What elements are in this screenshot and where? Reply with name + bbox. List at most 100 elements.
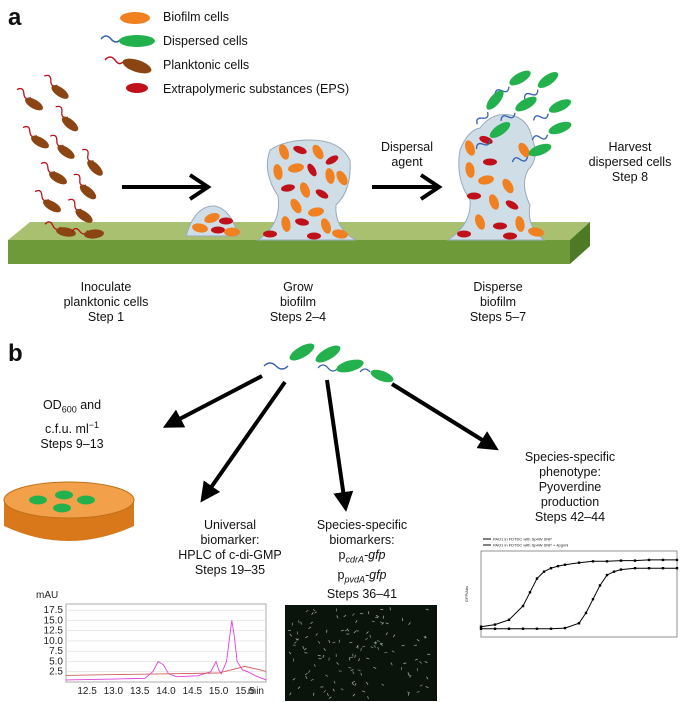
pyo-data-point	[549, 627, 553, 630]
gfp-cell-speck	[353, 630, 357, 634]
pvda-gfp: ppvdA-gfp	[337, 567, 387, 585]
pyo-data-point	[661, 558, 665, 562]
pyo-data-point	[577, 622, 581, 625]
pyo-data-point	[521, 604, 525, 608]
gfp-cell-speck	[333, 680, 336, 684]
pyo-data-point	[661, 567, 665, 570]
eps-icon	[126, 83, 148, 93]
gfp-cell-speck	[362, 645, 366, 648]
small-biofilm	[185, 205, 240, 237]
gfp-cell-speck	[313, 664, 316, 668]
gfp-cell-speck	[289, 692, 292, 696]
hplc-xunit: min	[248, 686, 264, 697]
hplc-ytick-label: 5.0	[49, 656, 63, 667]
species-biomarkers-label: Species-specific biomarkers: pcdrA-gfp p…	[292, 518, 432, 602]
gfp-cell-speck	[425, 686, 429, 688]
gfp-cell-speck	[391, 650, 395, 653]
biofilm-cell-icon	[120, 12, 150, 24]
pyo-legend-label: PAO1 in FDTDC with Sp4W SNP + 4pg/ml	[493, 543, 568, 548]
gfp-cell-speck	[322, 654, 325, 658]
legend-label-eps: Extrapolymeric substances (EPS)	[163, 82, 350, 96]
step-2-4-label: Grow biofilm Steps 2–4	[269, 280, 327, 324]
planktonic-cell-icon	[104, 56, 152, 74]
gfp-cell-speck	[328, 696, 332, 699]
pyo-data-point	[507, 627, 511, 630]
legend: Biofilm cells Dispersed cells Planktonic…	[95, 6, 415, 102]
gfp-cell-speck	[390, 662, 393, 666]
gfp-cell-speck	[362, 690, 366, 693]
pyo-data-point	[605, 573, 609, 577]
gfp-cell-speck	[305, 675, 308, 679]
gfp-cell-speck	[380, 643, 383, 646]
hplc-ytick-label: 12.5	[44, 626, 64, 637]
pyo-data-point	[563, 626, 567, 630]
gfp-cell-speck	[356, 645, 359, 648]
gfp-cell-speck	[352, 693, 356, 697]
hplc-ytick-label: 2.5	[49, 667, 63, 678]
gfp-cell-speck	[315, 633, 318, 636]
pyo-ylabel: GFP/Abs	[464, 586, 469, 602]
pyo-data-point	[507, 618, 511, 621]
gfp-cell-speck	[354, 682, 357, 686]
gfp-cell-speck	[340, 688, 344, 691]
od-line1: OD600 and	[42, 398, 102, 415]
gfp-cell-speck	[425, 608, 429, 611]
hplc-plot-area	[65, 603, 267, 683]
hplc-ytick-label: 17.5	[44, 605, 64, 616]
gfp-cell-speck	[373, 644, 376, 648]
gfp-cell-speck	[336, 615, 339, 619]
pyo-data-point	[535, 577, 539, 580]
gfp-cell-speck	[328, 657, 330, 661]
gfp-cell-speck	[393, 634, 396, 638]
gfp-cell-speck	[377, 646, 380, 650]
pyo-series-line-2	[481, 567, 677, 630]
gfp-cell-speck	[308, 626, 312, 630]
petri-dish-icon	[3, 481, 135, 541]
pyo-data-point	[675, 567, 679, 570]
pyo-data-point	[535, 627, 539, 630]
gfp-cell-speck	[376, 640, 380, 642]
pyo-data-point	[479, 627, 483, 630]
step-1-label: Inoculate planktonic cells Step 1	[63, 280, 149, 324]
gfp-cell-speck	[358, 658, 360, 662]
pyo-data-point	[577, 561, 581, 564]
gfp-cell-speck	[351, 682, 355, 686]
panel-a-letter: a	[8, 4, 22, 31]
gfp-cell-speck	[310, 621, 313, 625]
hplc-xtick-label: 12.5	[77, 686, 97, 697]
gfp-cell-speck	[375, 616, 379, 619]
pyo-data-point	[542, 570, 546, 573]
od-line2: c.f.u. ml−1	[44, 419, 100, 436]
pyo-data-point	[675, 558, 679, 562]
panel-b-illustration	[3, 343, 499, 541]
panel-a-illustration	[8, 67, 590, 264]
gfp-cell-speck	[365, 637, 369, 641]
hplc-xtick-label: 15.5	[235, 686, 255, 697]
cdra-gfp: pcdrA-gfp	[338, 548, 386, 565]
arrow-to-od-icon	[162, 374, 263, 428]
gfp-cell-speck	[288, 651, 292, 655]
gfp-cell-speck	[312, 608, 316, 612]
hplc-series-line-2	[65, 665, 267, 676]
gfp-cell-speck	[357, 669, 361, 672]
gfp-cell-speck	[317, 640, 321, 644]
gfp-cell-speck	[408, 622, 411, 625]
gfp-cell-speck	[344, 629, 348, 632]
universal-biomarker-label: Universal biomarker: HPLC of c-di-GMP St…	[178, 518, 282, 577]
gfp-cell-speck	[401, 644, 405, 647]
gfp-cell-speck	[409, 674, 412, 678]
gfp-cell-speck	[338, 639, 341, 643]
arrow-to-hplc-icon	[200, 380, 287, 503]
hplc-series-line-1	[65, 620, 267, 681]
gfp-cell-speck	[426, 676, 429, 680]
dispersing-biofilm	[446, 114, 546, 241]
gfp-cell-speck	[416, 638, 420, 642]
pyo-data-point	[493, 623, 497, 626]
gfp-cell-speck	[366, 657, 370, 660]
gfp-cell-speck	[401, 618, 404, 622]
gfp-cell-speck	[305, 609, 309, 613]
gfp-cell-speck	[307, 670, 311, 673]
pyo-data-point	[563, 563, 567, 566]
gfp-cell-speck	[354, 654, 356, 658]
